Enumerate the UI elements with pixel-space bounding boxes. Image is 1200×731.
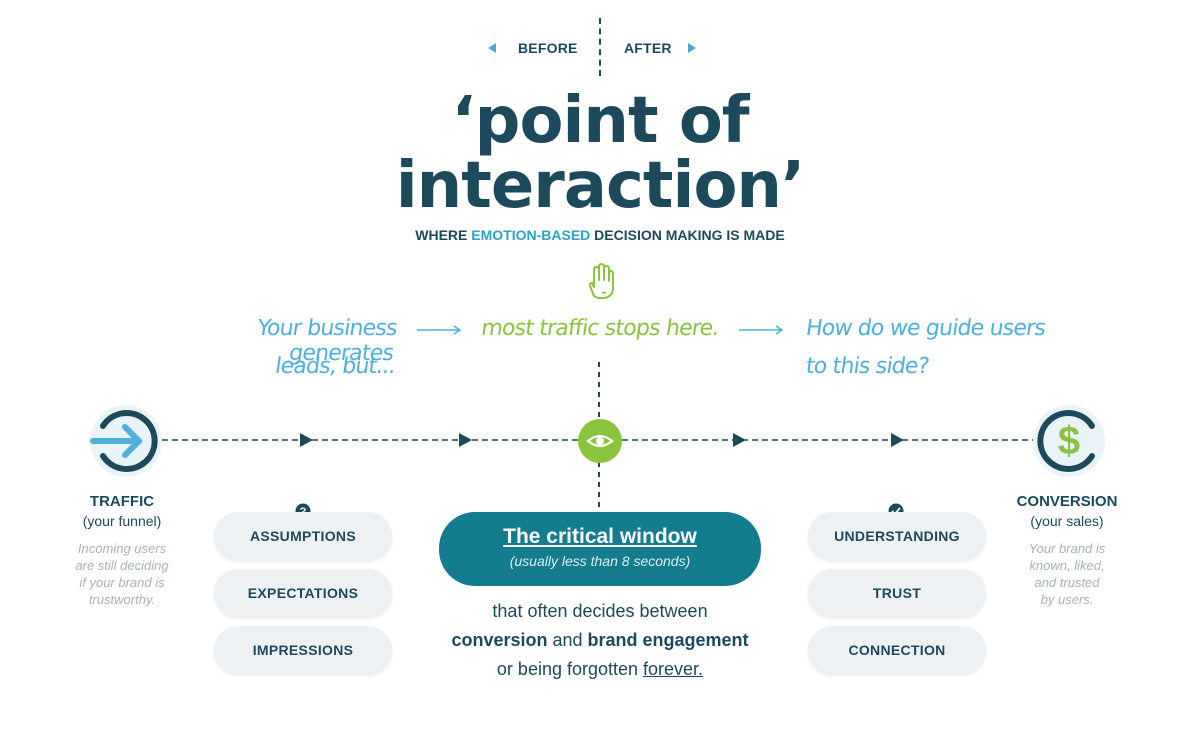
page-title-line1: ‘point of (451, 84, 749, 158)
note-arrow-right (739, 325, 784, 335)
conversion-title: CONVERSION (1016, 493, 1118, 510)
stop-hand-icon (588, 263, 614, 299)
after-label: AFTER (624, 40, 672, 56)
traffic-arrow-icon (90, 405, 162, 477)
page-title-line2: interaction’ (395, 149, 806, 223)
conversion-description: Your brand is known, liked, and trusted … (1028, 541, 1106, 607)
pill-understanding: UNDERSTANDING (808, 512, 986, 560)
dollar-icon: $ (1033, 405, 1105, 477)
eye-icon (578, 419, 622, 463)
window-description: that often decides between conversion an… (451, 601, 749, 679)
note-center: most traffic stops here. (479, 316, 721, 341)
flow-line (162, 362, 1034, 508)
note-arrow-left (417, 325, 462, 335)
page-subtitle: WHERE EMOTION-BASED DECISION MAKING IS M… (415, 227, 785, 243)
subtitle-highlight: EMOTION-BASED (471, 227, 591, 243)
pill-assumptions: ASSUMPTIONS (214, 512, 392, 560)
left-arrow-icon (488, 43, 496, 53)
critical-window-sub: (usually less than 8 seconds) (509, 553, 691, 569)
critical-window-box: The critical window (usually less than 8… (439, 512, 761, 586)
conversion-sub: (your sales) (1030, 513, 1104, 529)
right-arrow-icon (688, 43, 696, 53)
pill-impressions: IMPRESSIONS (214, 626, 392, 674)
pill-trust: TRUST (808, 569, 986, 617)
nav-divider (599, 18, 601, 76)
pill-connection: CONNECTION (808, 626, 986, 674)
traffic-title: TRAFFIC (89, 493, 155, 510)
traffic-description: Incoming users are still deciding if you… (75, 541, 169, 607)
traffic-sub: (your funnel) (82, 513, 162, 529)
svg-text:$: $ (1058, 419, 1080, 463)
before-label: BEFORE (518, 40, 578, 56)
critical-window-title: The critical window (503, 525, 697, 548)
pill-expectations: EXPECTATIONS (214, 569, 392, 617)
note-right-line1: How do we guide users (804, 316, 1047, 341)
